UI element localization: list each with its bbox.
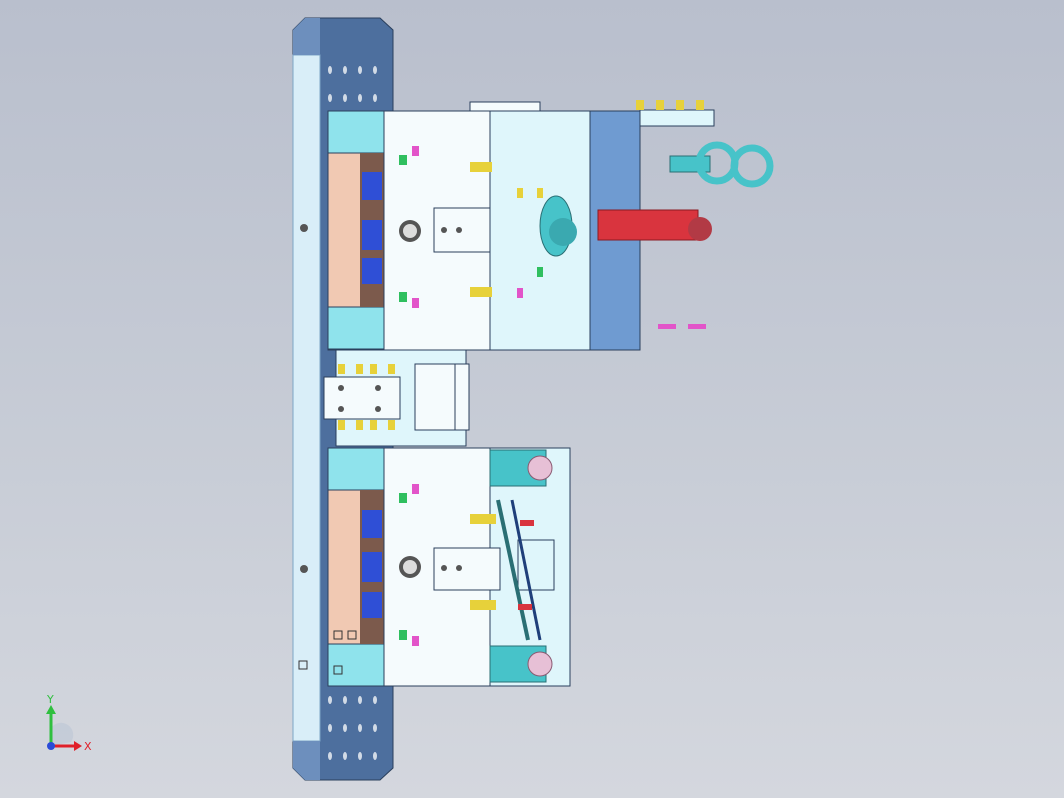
middle-connector[interactable] [323, 349, 470, 447]
x-axis-label: X [84, 740, 92, 753]
lower-fixture[interactable] [327, 447, 571, 687]
coordinate-triad: Y X [46, 693, 92, 753]
z-axis-dot [47, 742, 55, 750]
upper-fixture[interactable] [327, 100, 774, 351]
y-axis-label: Y [46, 693, 54, 706]
